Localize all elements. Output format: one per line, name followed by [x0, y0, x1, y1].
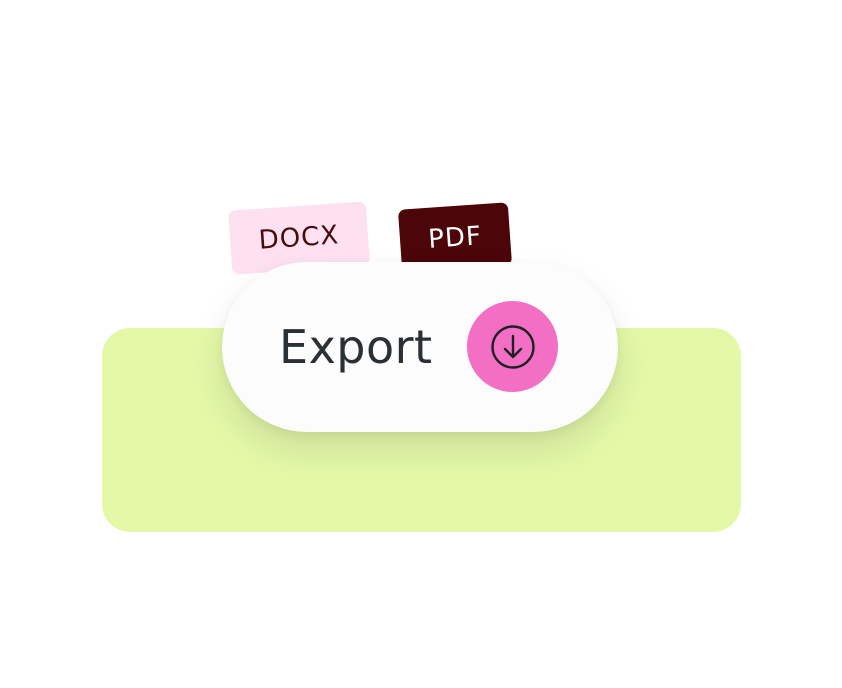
docx-format-label: DOCX — [257, 220, 341, 256]
pdf-format-label: PDF — [427, 220, 483, 255]
export-pill[interactable]: Export — [222, 262, 618, 432]
export-label: Export — [279, 320, 433, 374]
download-button[interactable] — [467, 301, 558, 392]
download-circle-icon — [490, 324, 536, 370]
